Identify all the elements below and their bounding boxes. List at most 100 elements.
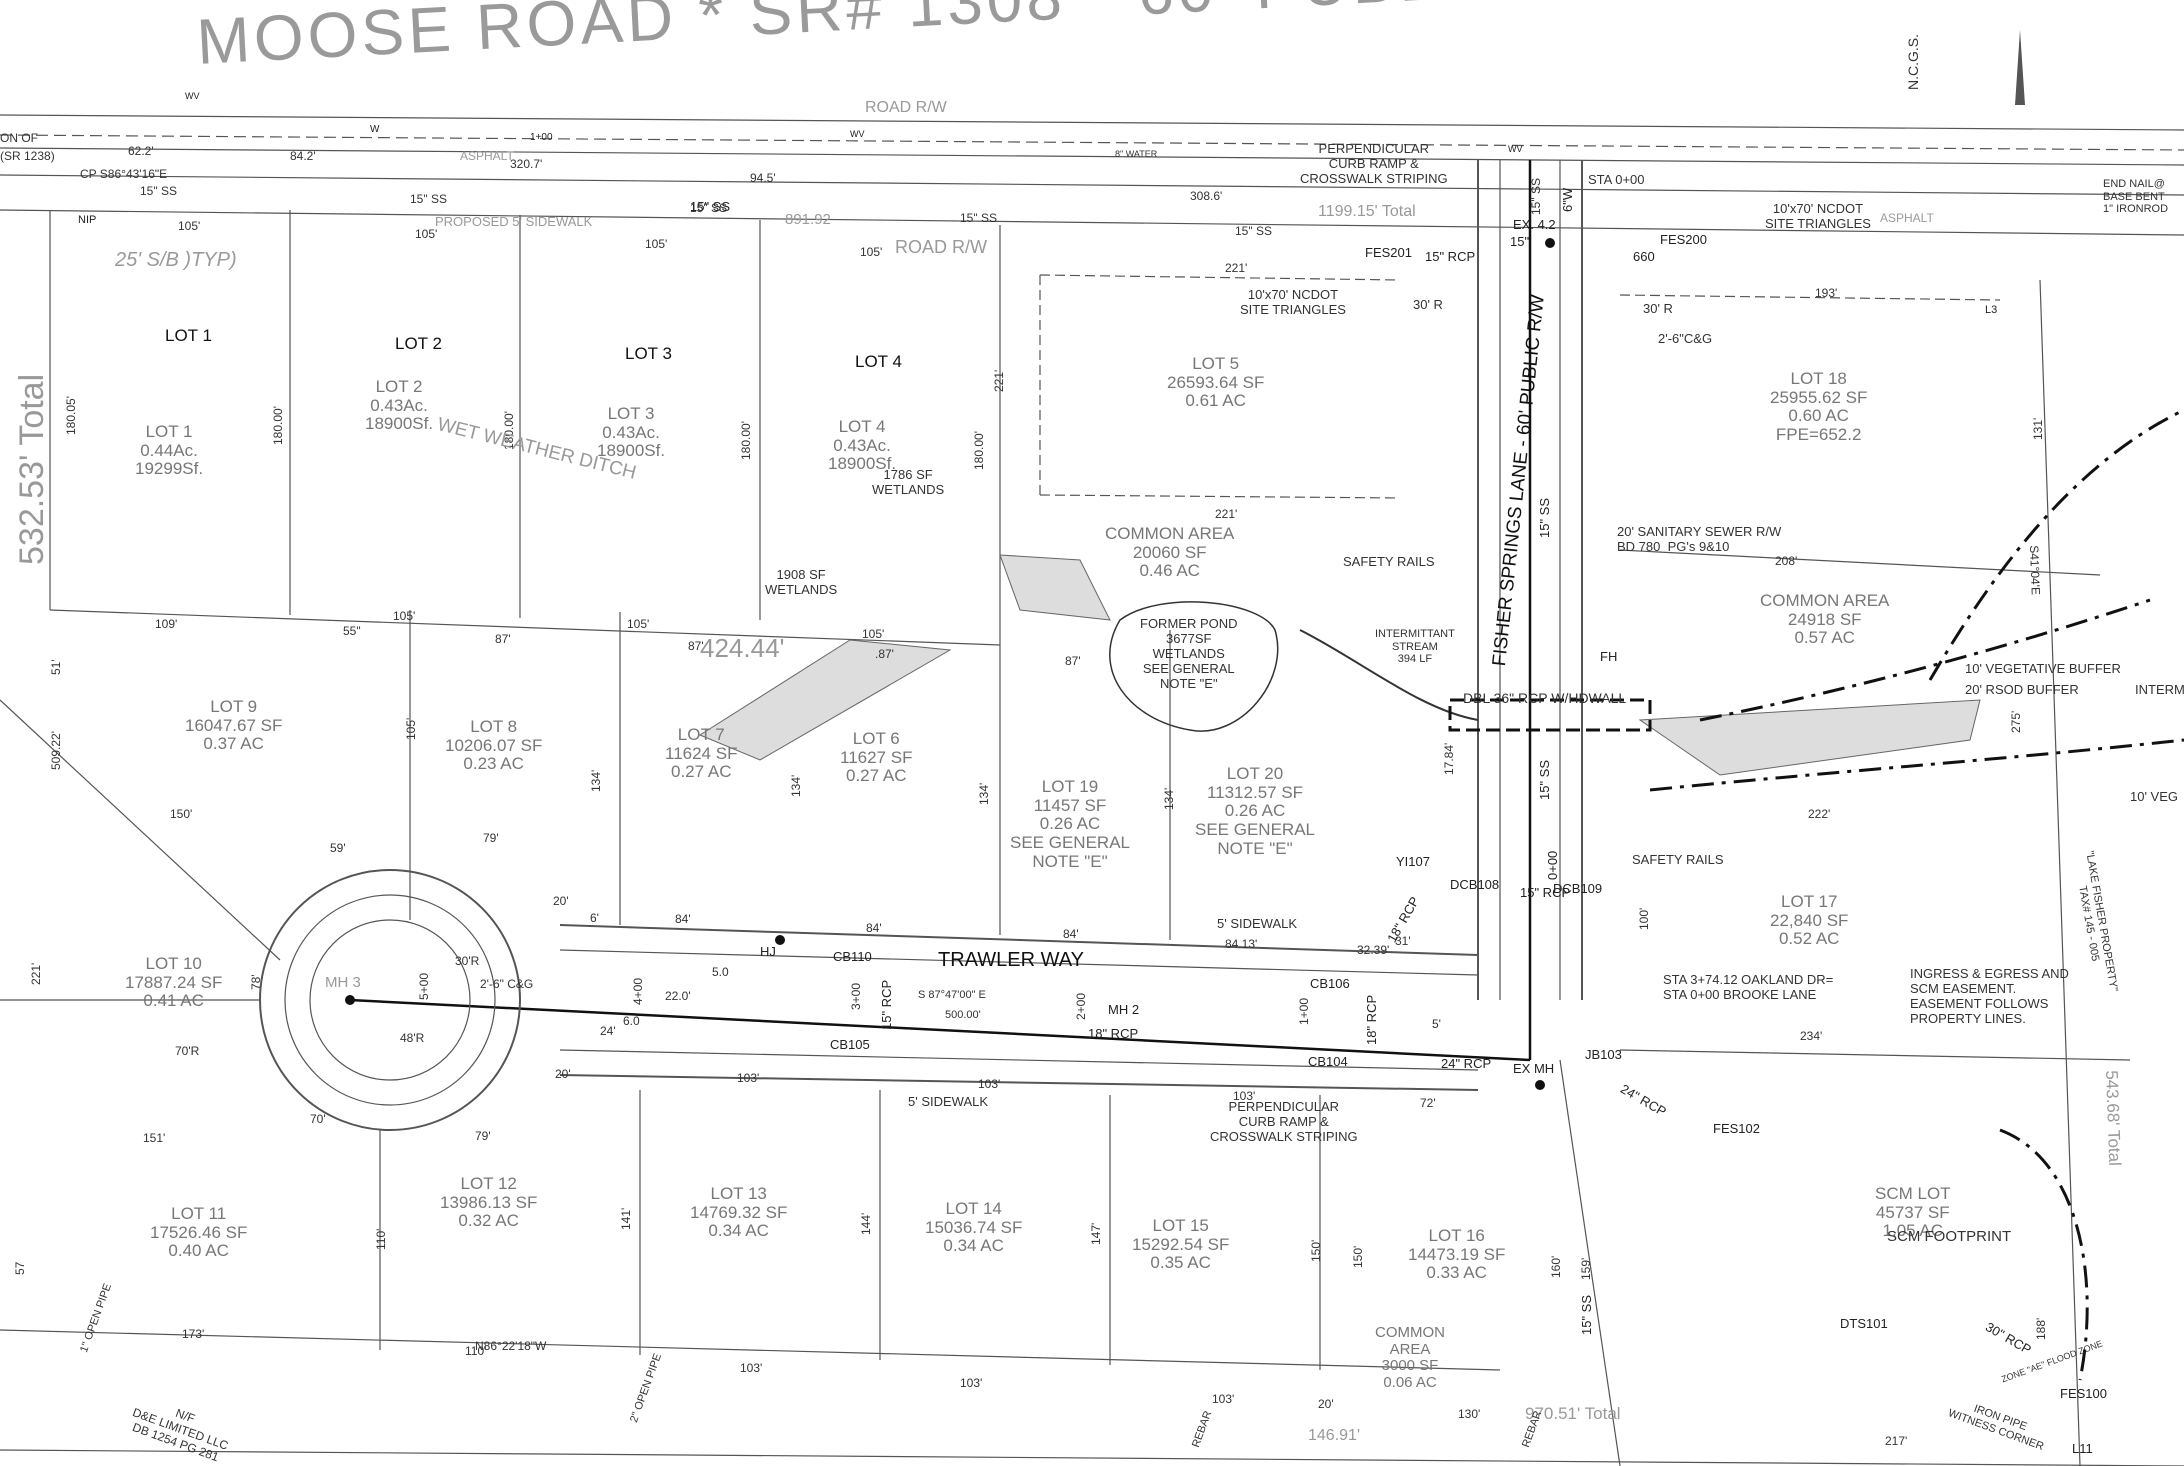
lot-3-info: LOT 3 0.43Ac. 18900Sf. xyxy=(597,404,666,461)
struct-660: 660 xyxy=(1633,249,1655,264)
lower-dim-25: 70'R xyxy=(175,1044,200,1058)
lower-dim-33: 6.0 xyxy=(623,1014,640,1028)
struct-w: W xyxy=(370,124,380,135)
lower-dim-35: 103' xyxy=(978,1077,1001,1091)
lower-dim-46: 144' xyxy=(859,1212,873,1235)
lot-7-info: LOT 7 11624 SF 0.27 AC xyxy=(665,725,738,782)
nip-label: NIP xyxy=(78,214,97,226)
lower-dim-27: 78' xyxy=(249,974,263,990)
struct-24rcp-1: 24" RCP xyxy=(1441,1056,1492,1071)
station-0: 0+00 xyxy=(1545,850,1560,880)
road-rw-line-north xyxy=(0,114,2184,131)
lower-dim-47: 147' xyxy=(1089,1222,1103,1245)
open-pipe-1-note: 1" OPEN PIPE xyxy=(78,1281,115,1355)
scm-footprint-note: SCM FOOTPRINT xyxy=(1887,1228,2012,1245)
culvert xyxy=(1448,698,1652,732)
lower-dim-1: 509.22' xyxy=(49,731,63,770)
stream xyxy=(1299,629,1479,721)
lot-16-info: LOT 16 14473.19 SF 0.33 AC xyxy=(1408,1226,1506,1283)
lower-dim-14: 84' xyxy=(1063,927,1079,941)
lower-dim-68: 31' xyxy=(1395,934,1411,948)
mid-12: 208' xyxy=(1775,554,1798,568)
former-pond-note: FORMER POND 3677SF WETLANDS SEE GENERAL … xyxy=(1140,616,1238,691)
lot-8-info: LOT 8 10206.07 SF 0.23 AC xyxy=(445,717,543,774)
lower-dim-12: 84' xyxy=(675,912,691,926)
trawler-way-label: TRAWLER WAY xyxy=(938,949,1084,971)
lower-dim-40: 275' xyxy=(2009,710,2023,733)
lot-1-info: LOT 1 0.44Ac. 19299Sf. xyxy=(135,422,204,479)
lower-dim-65: S41°04'E xyxy=(2027,544,2043,596)
mid-1: 109' xyxy=(155,617,178,631)
lot-5-info: LOT 5 26593.64 SF 0.61 AC xyxy=(1167,354,1265,411)
lower-dim-37: 72' xyxy=(1420,1096,1436,1110)
end-nail-note: END NAIL@ BASE BENT 1" IRONROD xyxy=(2103,178,2169,216)
veg-buffer-note: 10' VEGETATIVE BUFFER xyxy=(1965,661,2121,676)
stream-note: INTERMITTANT STREAM 394 LF xyxy=(1375,628,1455,666)
manhole-icon xyxy=(1535,1080,1545,1090)
lot-14-info: LOT 14 15036.74 SF 0.34 AC xyxy=(925,1199,1023,1256)
struct-fes102: FES102 xyxy=(1713,1121,1760,1136)
former-pond xyxy=(1109,601,1279,732)
ss-4: 15" SS xyxy=(960,211,997,225)
lower-dim-30: 79' xyxy=(475,1129,491,1143)
asphalt-right-label: ASPHALT xyxy=(1880,211,1934,225)
owner-note: N/F D&E LIMITED LLC DB 1254 PG 281 xyxy=(130,1405,231,1464)
lower-dim-34: 103' xyxy=(737,1071,760,1085)
mid-6: 87' xyxy=(688,639,704,653)
lower-dim-41: 222' xyxy=(1808,807,1831,821)
mid-3: 105' xyxy=(393,609,416,623)
lot-11-info: LOT 11 17526.46 SF 0.40 AC xyxy=(150,1204,248,1261)
mid-7: 105' xyxy=(862,627,885,641)
lot-1-header: LOT 1 xyxy=(165,326,212,345)
dim-top-4: 94.5' xyxy=(750,171,776,185)
culvert-note: DBL 36" RCP W/HDWALL xyxy=(1463,690,1627,706)
wetland-east xyxy=(1638,699,1981,776)
lower-dim-66: 32.39' xyxy=(1357,943,1390,957)
lower-dim-0: 51' xyxy=(49,659,63,675)
lot-10-info: LOT 10 17887.24 SF 0.41 AC xyxy=(125,954,223,1011)
safety-rails-top-note: SAFETY RAILS xyxy=(1343,554,1435,569)
bottom-total-label: 970.51' Total xyxy=(1525,1404,1621,1423)
lot-3-header: LOT 3 xyxy=(625,344,672,363)
lower-dim-49: 150' xyxy=(1351,1245,1365,1268)
lower-dim-69: 5' xyxy=(1432,1017,1441,1031)
wetland-1786 xyxy=(999,554,1111,621)
lot-front-5: 221' xyxy=(1225,261,1248,275)
struct-24rcp-2: 24" RCP xyxy=(1618,1081,1669,1120)
struct-dcb109: DCB109 xyxy=(1553,881,1603,896)
road-rw-line-south xyxy=(0,174,2184,196)
lower-dim-5: 134' xyxy=(789,774,803,797)
lower-dim-32: 24' xyxy=(600,1024,616,1038)
common-area-3-info: COMMON AREA 3000 SF 0.06 AC xyxy=(1375,1324,1445,1391)
dim-top-3: 320.7' xyxy=(510,157,543,171)
sidewalk-bottom-note: 5' SIDEWALK xyxy=(908,1094,989,1109)
sta-top-note: STA 0+00 xyxy=(1588,172,1645,187)
iron-pipe-note: IRON PIPE WITNESS CORNER xyxy=(1946,1402,2046,1453)
wv-1: WV xyxy=(185,91,200,101)
struct-15rcp-1: 15" RCP xyxy=(879,979,894,1030)
rebar-2-note: REBAR xyxy=(1520,1409,1545,1450)
struct-15rcp-top: 15" RCP xyxy=(1425,249,1476,264)
rsod-buffer-note: 20' RSOD BUFFER xyxy=(1965,682,2079,697)
lot-20-info: LOT 20 11312.57 SF 0.26 AC SEE GENERAL N… xyxy=(1195,764,1315,858)
ss-2: 15" SS xyxy=(410,192,447,206)
open-pipe-2-note: 2" OPEN PIPE xyxy=(628,1351,665,1425)
struct-mh2: MH 2 xyxy=(1108,1002,1140,1017)
buffer-line xyxy=(1699,598,2151,722)
junction-icon xyxy=(775,935,785,945)
wv-2: WV xyxy=(850,129,865,139)
setback-label: 25' S/B )TYP) xyxy=(115,249,237,271)
mid-8: 87' xyxy=(1065,654,1081,668)
lower-dim-23: 30'R xyxy=(455,954,480,968)
crosswalk-top-note: PERPENDICULAR CURB RAMP & CROSSWALK STRI… xyxy=(1300,141,1448,186)
lower-dim-36: 103' xyxy=(1233,1089,1256,1103)
lot-4-header: LOT 4 xyxy=(855,352,902,371)
lot-front-2: 105' xyxy=(415,227,438,241)
lower-dim-20: 2+00 xyxy=(1074,992,1088,1020)
ingress-note: INGRESS & EGRESS AND SCM EASEMENT. EASEM… xyxy=(1910,966,2069,1026)
sr-ref-label: (SR 1238) xyxy=(0,149,55,163)
struct-18rcp-2: 18" RCP xyxy=(1364,994,1379,1045)
ss-3: 15" SS xyxy=(690,201,727,215)
struct-fes200: FES200 xyxy=(1660,232,1707,247)
